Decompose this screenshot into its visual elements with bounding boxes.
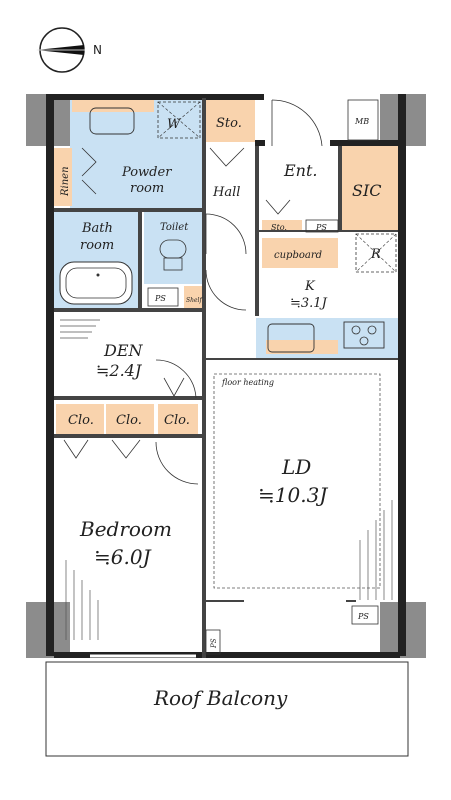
stove-icon [343, 321, 385, 349]
cupboard-zone [262, 238, 338, 268]
shelf-label: Shelf [186, 297, 203, 304]
window-hatching [60, 319, 393, 640]
shelf-zone [184, 286, 204, 310]
ps-ent-box [305, 219, 339, 233]
sto-top-label: Sto. [216, 116, 242, 131]
rinen-zone [54, 148, 72, 206]
floor-heating-label: floor heating [221, 378, 274, 387]
powder-room-zone [70, 142, 202, 210]
powder-room-label-2: room [130, 181, 164, 196]
k-label: K [304, 279, 316, 294]
r-label: R [370, 247, 381, 262]
kitchen-sink-icon [267, 323, 315, 353]
roof-balcony-area [45, 661, 409, 757]
bedroom-size-label: ≒6.0J [94, 545, 152, 569]
sto-small-label: Sto. [271, 223, 287, 232]
roof-balcony-label: Roof Balcony [153, 686, 288, 710]
sic-zone [342, 146, 398, 230]
den-label: DEN [103, 341, 144, 360]
clo-3-label: Clo. [164, 413, 190, 428]
hall-label: Hall [212, 185, 240, 200]
ps-bottom-label: PS [210, 638, 218, 649]
clo-1-label: Clo. [68, 413, 94, 428]
ent-label: Ent. [283, 161, 318, 180]
powder-room-label-1: Powder [121, 165, 172, 180]
mb-label: MB [354, 117, 369, 126]
washbasin-icon [89, 107, 135, 135]
north-arrow-icon [36, 27, 86, 73]
w-label: W [167, 117, 182, 132]
clo-2-label: Clo. [116, 413, 142, 428]
floor-heating-area [213, 373, 381, 589]
ps-ld-box [351, 605, 379, 625]
clo-3-zone [158, 404, 198, 434]
sto-top-zone [205, 98, 255, 142]
k-size-label: ≒3.1J [290, 296, 328, 311]
doors [63, 99, 323, 485]
clo-1-zone [56, 404, 104, 434]
ps-bottom-box [205, 629, 221, 655]
toilet-icon [159, 239, 187, 271]
bath-room-label-1: Bath [81, 221, 113, 236]
clo-2-zone [106, 404, 154, 434]
washer-icon [157, 101, 201, 139]
fridge-icon [355, 233, 397, 273]
toilet-zone [144, 212, 204, 284]
sic-label: SIC [352, 181, 382, 200]
ps-bath-box [147, 287, 179, 307]
sto-small-zone [262, 220, 302, 232]
ps-ld-label: PS [357, 612, 369, 621]
vanity-top [72, 98, 154, 112]
bedroom-label: Bedroom [79, 517, 172, 541]
mb-box [347, 99, 379, 141]
ps-bath-label: PS [154, 294, 166, 303]
rinen-label: Rinen [60, 166, 71, 197]
ps-ent-label: PS [315, 223, 327, 232]
bathtub-icon [59, 261, 133, 305]
cupboard-label: cupboard [274, 250, 322, 261]
ld-label: LD [281, 455, 311, 479]
outer-walls [46, 94, 406, 658]
ld-size-label: ≒10.3J [258, 483, 328, 507]
den-size-label: ≒2.4J [96, 361, 143, 380]
bath-room-label-2: room [80, 238, 114, 253]
toilet-label: Toilet [160, 222, 189, 233]
compass-label: N [93, 43, 102, 57]
kitchen-counter-top [266, 340, 338, 354]
